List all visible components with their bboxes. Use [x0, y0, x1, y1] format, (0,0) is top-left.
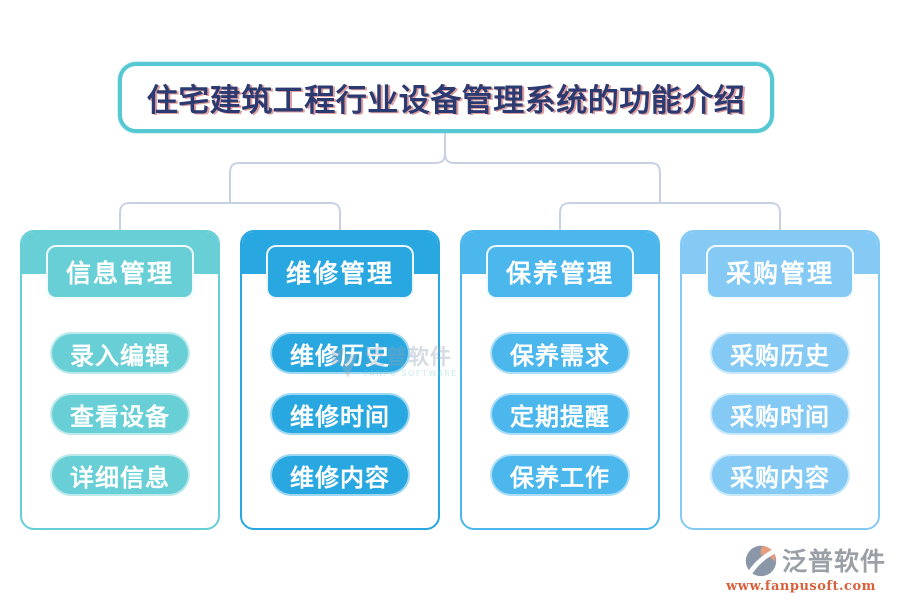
feature-pill-procurement: 采购时间: [710, 393, 850, 435]
column-card-procurement: 采购管理 采购历史采购时间采购内容: [680, 230, 880, 530]
footer-brand-block: 泛普软件 www.fanpusoft.com: [716, 541, 886, 594]
brand-logo-icon: [745, 545, 780, 577]
feature-pill-repair: 维修历史: [270, 332, 410, 374]
feature-pill-maintenance: 保养需求: [490, 332, 630, 374]
feature-pill-info: 录入编辑: [50, 332, 190, 374]
column-card-maintenance: 保养管理 保养需求定期提醒保养工作: [460, 230, 660, 530]
feature-pill-repair: 维修内容: [270, 454, 410, 496]
feature-columns: 信息管理 录入编辑查看设备详细信息 维修管理 维修历史维修时间维修内容 保养管理…: [20, 230, 880, 530]
column-item-list: 维修历史维修时间维修内容: [242, 332, 438, 496]
column-header-label: 维修管理: [266, 245, 414, 299]
column-item-list: 采购历史采购时间采购内容: [682, 332, 878, 496]
feature-pill-info: 查看设备: [50, 393, 190, 435]
column-header-label: 信息管理: [46, 245, 194, 299]
column-card-info: 信息管理 录入编辑查看设备详细信息: [20, 230, 220, 530]
feature-pill-procurement: 采购历史: [710, 332, 850, 374]
feature-pill-maintenance: 保养工作: [490, 454, 630, 496]
feature-pill-maintenance: 定期提醒: [490, 393, 630, 435]
diagram-title-box: 住宅建筑工程行业设备管理系统的功能介绍: [118, 62, 774, 133]
column-item-list: 保养需求定期提醒保养工作: [462, 332, 658, 496]
feature-pill-procurement: 采购内容: [710, 454, 850, 496]
column-header-label: 保养管理: [486, 245, 634, 299]
brand-name: 泛普软件: [781, 547, 886, 576]
feature-pill-info: 详细信息: [50, 454, 190, 496]
feature-pill-repair: 维修时间: [270, 393, 410, 435]
diagram-title: 住宅建筑工程行业设备管理系统的功能介绍: [146, 83, 746, 119]
brand-url: www.fanpusoft.com: [726, 579, 876, 594]
column-header-label: 采购管理: [706, 245, 854, 299]
column-item-list: 录入编辑查看设备详细信息: [22, 332, 218, 496]
column-card-repair: 维修管理 维修历史维修时间维修内容: [240, 230, 440, 530]
